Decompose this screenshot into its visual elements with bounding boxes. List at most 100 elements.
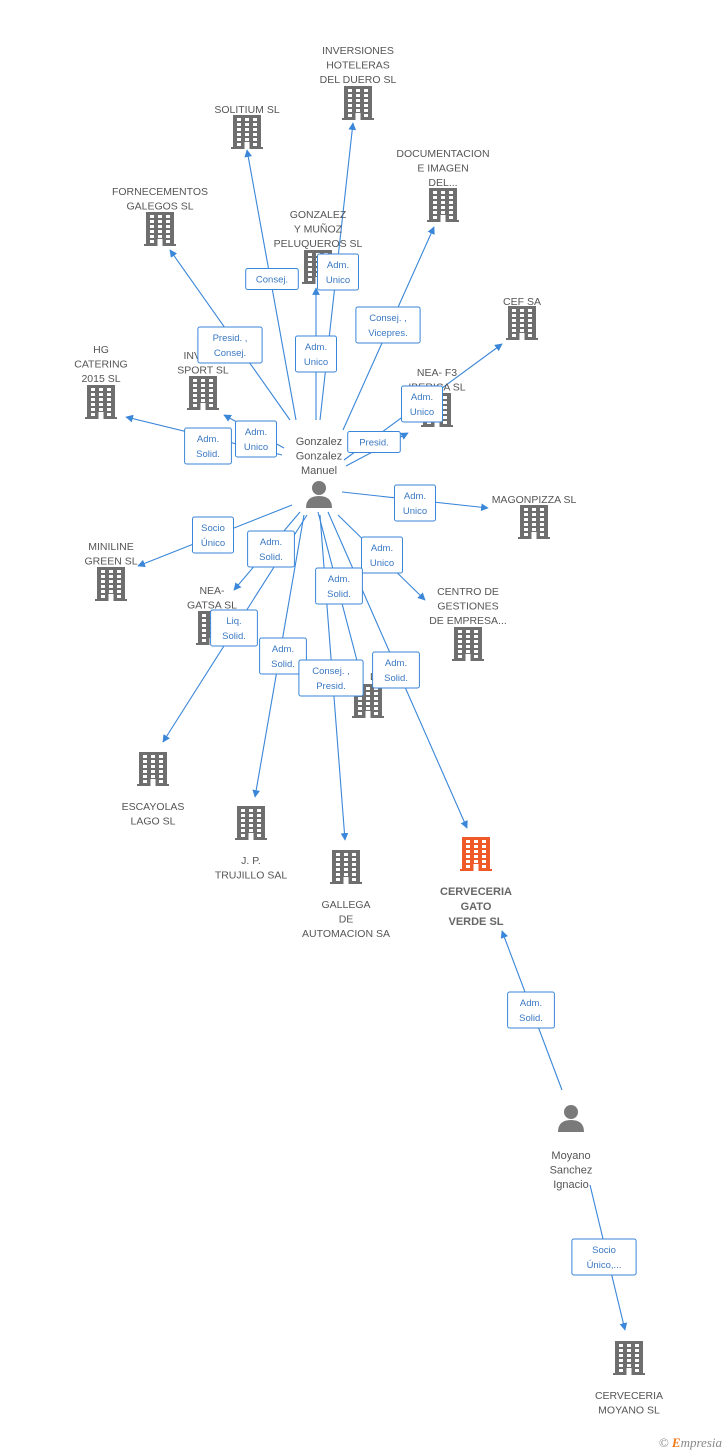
building-window bbox=[101, 570, 105, 573]
node-label-line: J. P. bbox=[241, 855, 261, 867]
relation-label[interactable]: Liq.Solid. bbox=[210, 609, 258, 647]
relation-text: Adm. bbox=[245, 427, 267, 438]
building-window bbox=[308, 253, 312, 256]
relation-label[interactable]: Adm.Solid. bbox=[184, 427, 232, 465]
building-icon[interactable] bbox=[137, 752, 169, 786]
building-window bbox=[528, 319, 532, 322]
building-window bbox=[117, 585, 121, 588]
building-window bbox=[356, 89, 360, 92]
building-window bbox=[209, 384, 213, 387]
building-window bbox=[245, 138, 249, 141]
building-window bbox=[619, 1344, 623, 1347]
building-window bbox=[474, 630, 478, 633]
building-window bbox=[336, 858, 340, 861]
relation-label[interactable]: Adm.Solid. bbox=[372, 651, 420, 689]
building-icon[interactable] bbox=[506, 306, 538, 340]
building-window bbox=[245, 128, 249, 131]
relation-label[interactable]: Adm.Unico bbox=[401, 385, 443, 423]
node-cef[interactable]: CEF SA bbox=[503, 296, 541, 340]
building-window bbox=[91, 408, 95, 411]
building-window bbox=[443, 411, 447, 414]
building-icon[interactable] bbox=[452, 627, 484, 661]
relation-label[interactable]: Consej. bbox=[245, 268, 299, 290]
building-window bbox=[619, 1349, 623, 1352]
building-door bbox=[355, 113, 361, 120]
relation-label[interactable]: Consej. ,Presid. bbox=[298, 659, 364, 697]
relation-text: Único bbox=[201, 538, 225, 549]
relation-label[interactable]: Presid. ,Consej. bbox=[197, 326, 263, 364]
building-window bbox=[107, 413, 111, 416]
building-icon[interactable] bbox=[613, 1341, 645, 1375]
building-window bbox=[540, 513, 544, 516]
relation-label[interactable]: Adm.Solid. bbox=[259, 637, 307, 675]
building-icon[interactable] bbox=[144, 212, 176, 246]
building-icon[interactable] bbox=[85, 385, 117, 419]
building-window bbox=[241, 824, 245, 827]
relation-label[interactable]: Adm.Unico bbox=[317, 253, 359, 291]
building-icon[interactable] bbox=[187, 376, 219, 410]
relation-label[interactable]: Presid. bbox=[347, 431, 401, 453]
building-icon[interactable] bbox=[95, 567, 127, 601]
building-window bbox=[627, 1349, 631, 1352]
relation-box bbox=[394, 484, 436, 522]
building-window bbox=[364, 94, 368, 97]
node-jp-trujillo[interactable]: J. P.TRUJILLO SAL bbox=[215, 806, 288, 882]
building-window bbox=[209, 379, 213, 382]
node-magonpizza[interactable]: MAGONPIZZA SL bbox=[492, 494, 577, 539]
relation-text: Consej. , bbox=[369, 313, 407, 324]
relation-label[interactable]: SocioÚnico,... bbox=[571, 1238, 637, 1276]
building-icon[interactable] bbox=[330, 850, 362, 884]
building-icon[interactable] bbox=[518, 505, 550, 539]
building-window bbox=[366, 707, 370, 710]
relation-label[interactable]: Adm.Unico bbox=[394, 484, 436, 522]
building-icon[interactable] bbox=[460, 837, 492, 871]
relation-label[interactable]: Consej. ,Vicepres. bbox=[355, 306, 421, 344]
building-window bbox=[150, 235, 154, 238]
building-window bbox=[458, 640, 462, 643]
building-window bbox=[249, 829, 253, 832]
relation-text: Liq. bbox=[226, 616, 241, 627]
building-icon[interactable] bbox=[427, 188, 459, 222]
building-window bbox=[159, 755, 163, 758]
building-window bbox=[433, 201, 437, 204]
relation-text: Consej. bbox=[214, 348, 246, 359]
relation-label[interactable]: Adm.Unico bbox=[361, 536, 403, 574]
person-icon[interactable] bbox=[558, 1105, 584, 1132]
relation-box bbox=[295, 335, 337, 373]
brand-logo-text: mpresia bbox=[680, 1435, 722, 1450]
relation-label[interactable]: Adm.Solid. bbox=[315, 567, 363, 605]
building-icon[interactable] bbox=[235, 806, 267, 840]
person-icon[interactable] bbox=[306, 481, 332, 508]
building-window bbox=[344, 873, 348, 876]
building-icon[interactable] bbox=[231, 115, 263, 149]
building-window bbox=[627, 1344, 631, 1347]
building-window bbox=[91, 388, 95, 391]
building-window bbox=[356, 99, 360, 102]
relation-label[interactable]: Adm.Unico bbox=[235, 420, 277, 458]
relation-label[interactable]: Adm.Solid. bbox=[247, 530, 295, 568]
node-label-line: GALEGOS SL bbox=[126, 201, 193, 213]
relation-label[interactable]: Adm.Solid. bbox=[507, 991, 555, 1029]
building-window bbox=[619, 1364, 623, 1367]
node-label-line: DOCUMENTACION bbox=[396, 148, 489, 160]
building-window bbox=[101, 580, 105, 583]
node-solitium[interactable]: SOLITIUM SL bbox=[214, 104, 280, 149]
relation-label[interactable]: Adm.Unico bbox=[295, 335, 337, 373]
building-window bbox=[249, 814, 253, 817]
building-window bbox=[101, 590, 105, 593]
building-icon[interactable] bbox=[342, 86, 374, 120]
